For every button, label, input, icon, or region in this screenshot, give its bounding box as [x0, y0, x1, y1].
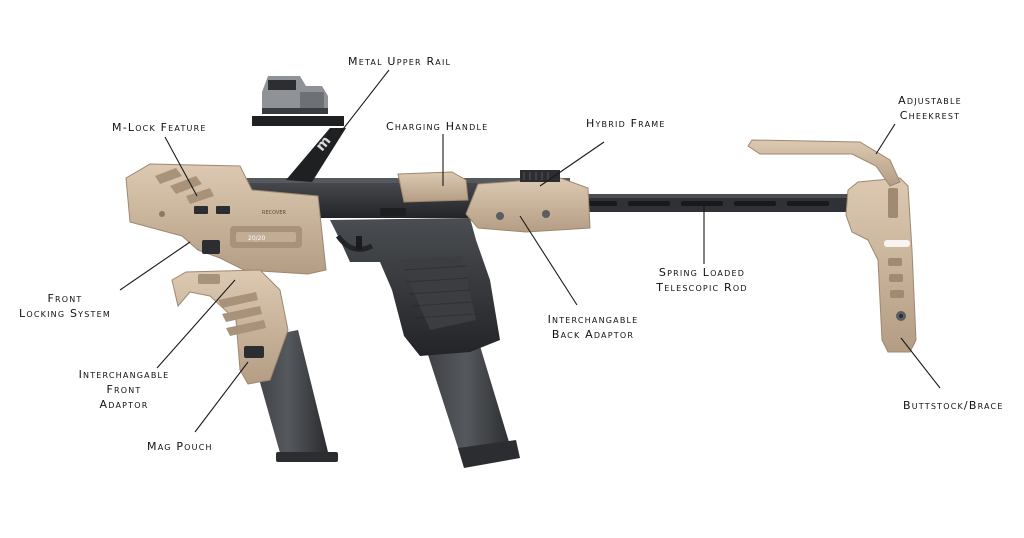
pistol-frame [330, 218, 500, 356]
telescopic-rod [560, 194, 860, 212]
label-hybrid-frame: Hybrid Frame [586, 117, 666, 130]
label-adjustable-cheekrest: Adjustable Cheekrest [898, 94, 962, 122]
red-dot-sight [262, 76, 328, 114]
leader-m-lock-feature [164, 136, 198, 197]
buttstock [845, 177, 917, 353]
leader-interchangable-front-adaptor [156, 279, 236, 369]
label-buttstock-brace: Buttstock/Brace [903, 399, 1004, 412]
label-spring-loaded-telescopic-rod: Spring Loaded Telescopic Rod [656, 266, 748, 294]
leader-metal-upper-rail [339, 69, 390, 134]
label-m-lock-feature: M-Lock Feature [112, 121, 207, 134]
label-interchangable-back-adaptor: Interchangable Back Adaptor [547, 313, 639, 341]
cheekrest [747, 139, 901, 187]
charging-handle [397, 171, 469, 203]
front-chassis: 20/20 RECOVER [125, 163, 327, 275]
label-front-locking-system: Front Locking System [19, 292, 111, 320]
metal-upper-rail: m [252, 116, 346, 182]
leader-front-locking-system [119, 241, 191, 291]
leader-buttstock-brace [900, 337, 941, 389]
hybrid-frame [465, 170, 591, 233]
front-adaptor [171, 269, 289, 385]
leader-lines [119, 69, 941, 433]
label-charging-handle: Charging Handle [386, 120, 489, 133]
label-mag-pouch: Mag Pouch [147, 440, 213, 453]
leader-adjustable-cheekrest [875, 123, 896, 155]
main-magazine [420, 326, 520, 468]
label-interchangable-front-adaptor: Interchangable Front Adaptor [78, 368, 170, 411]
model-marking: 20/20 [248, 235, 265, 242]
logo-marking: RECOVER [262, 210, 287, 216]
label-metal-upper-rail: Metal Upper Rail [348, 55, 452, 68]
leader-interchangable-back-adaptor [519, 215, 578, 306]
leader-mag-pouch [194, 361, 249, 433]
leader-hybrid-frame [539, 141, 605, 187]
